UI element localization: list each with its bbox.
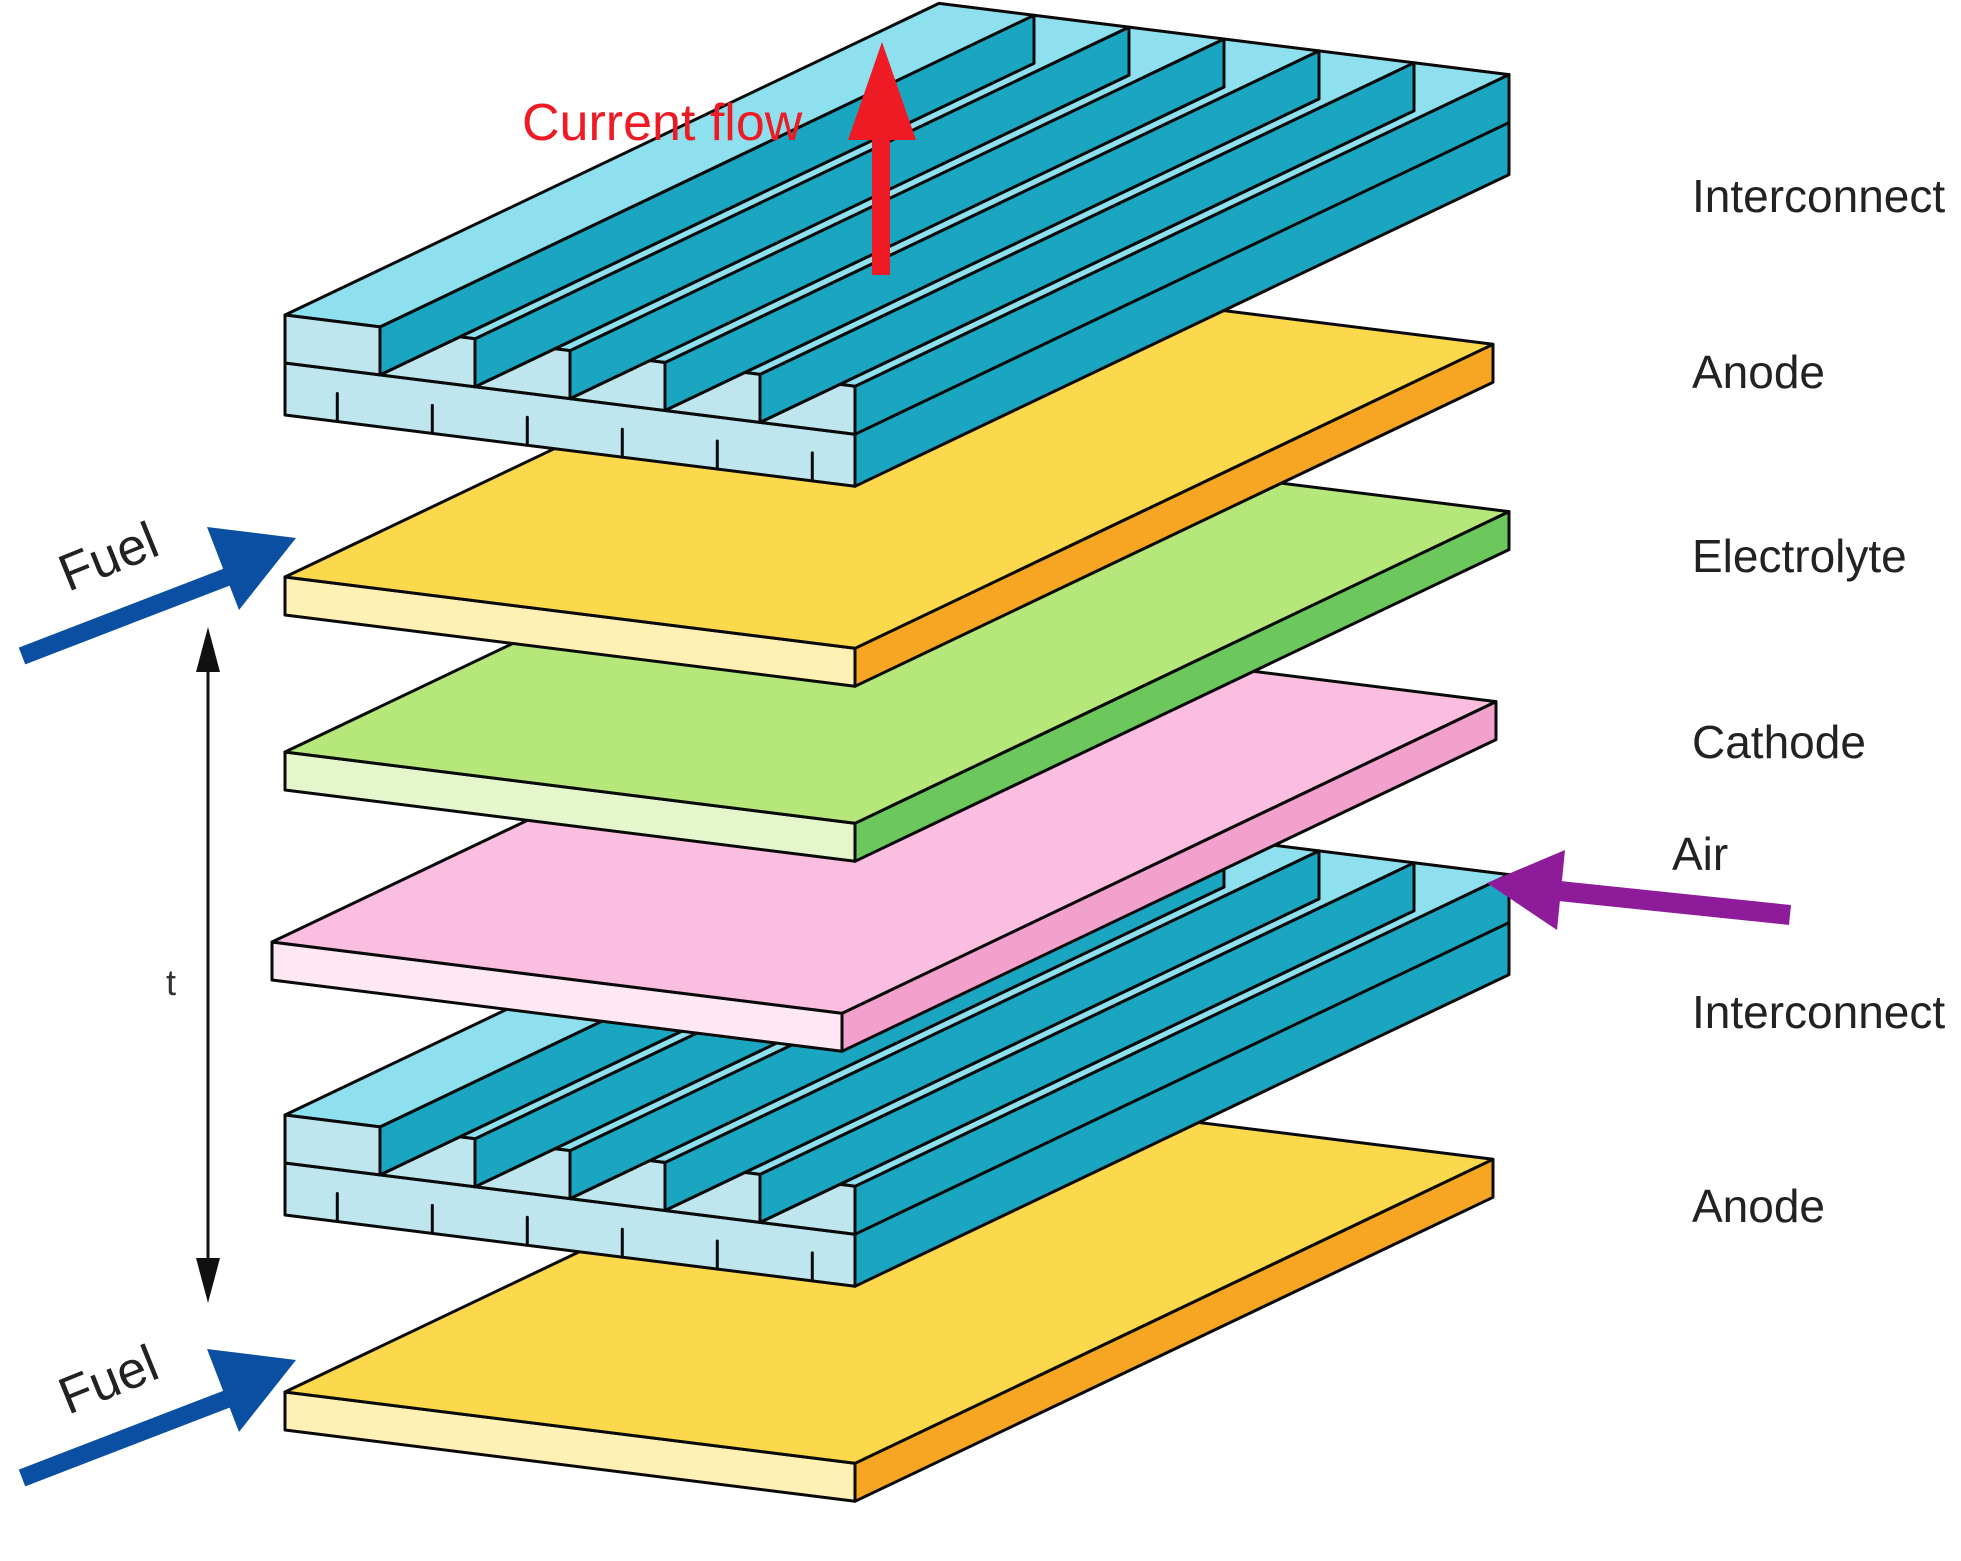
interconnect-bottom-label: Interconnect xyxy=(1692,986,1945,1038)
fuel-arrow-bottom xyxy=(18,1349,296,1487)
air-label: Air xyxy=(1672,828,1728,880)
interconnect-top-label: Interconnect xyxy=(1692,170,1945,222)
fuel-label-top: Fuel xyxy=(51,511,167,603)
fuel-arrow-top xyxy=(18,527,296,665)
thickness-dimension-arrow xyxy=(196,627,220,1303)
air-arrow xyxy=(1487,850,1792,930)
anode-bottom-label: Anode xyxy=(1692,1180,1825,1232)
anode-top-label: Anode xyxy=(1692,346,1825,398)
electrolyte-label: Electrolyte xyxy=(1692,530,1907,582)
current-flow-arrow xyxy=(848,42,916,275)
fuel-label-bottom: Fuel xyxy=(51,1334,167,1426)
interconnect-top xyxy=(283,1,1511,488)
thickness-label: t xyxy=(166,962,176,1003)
interconnect-rib-front xyxy=(283,1113,382,1177)
current-flow-label: Current flow xyxy=(522,94,803,152)
cathode-label: Cathode xyxy=(1692,716,1866,768)
interconnect-rib-front xyxy=(283,313,382,377)
anode-bottom-plate xyxy=(283,1086,1495,1503)
